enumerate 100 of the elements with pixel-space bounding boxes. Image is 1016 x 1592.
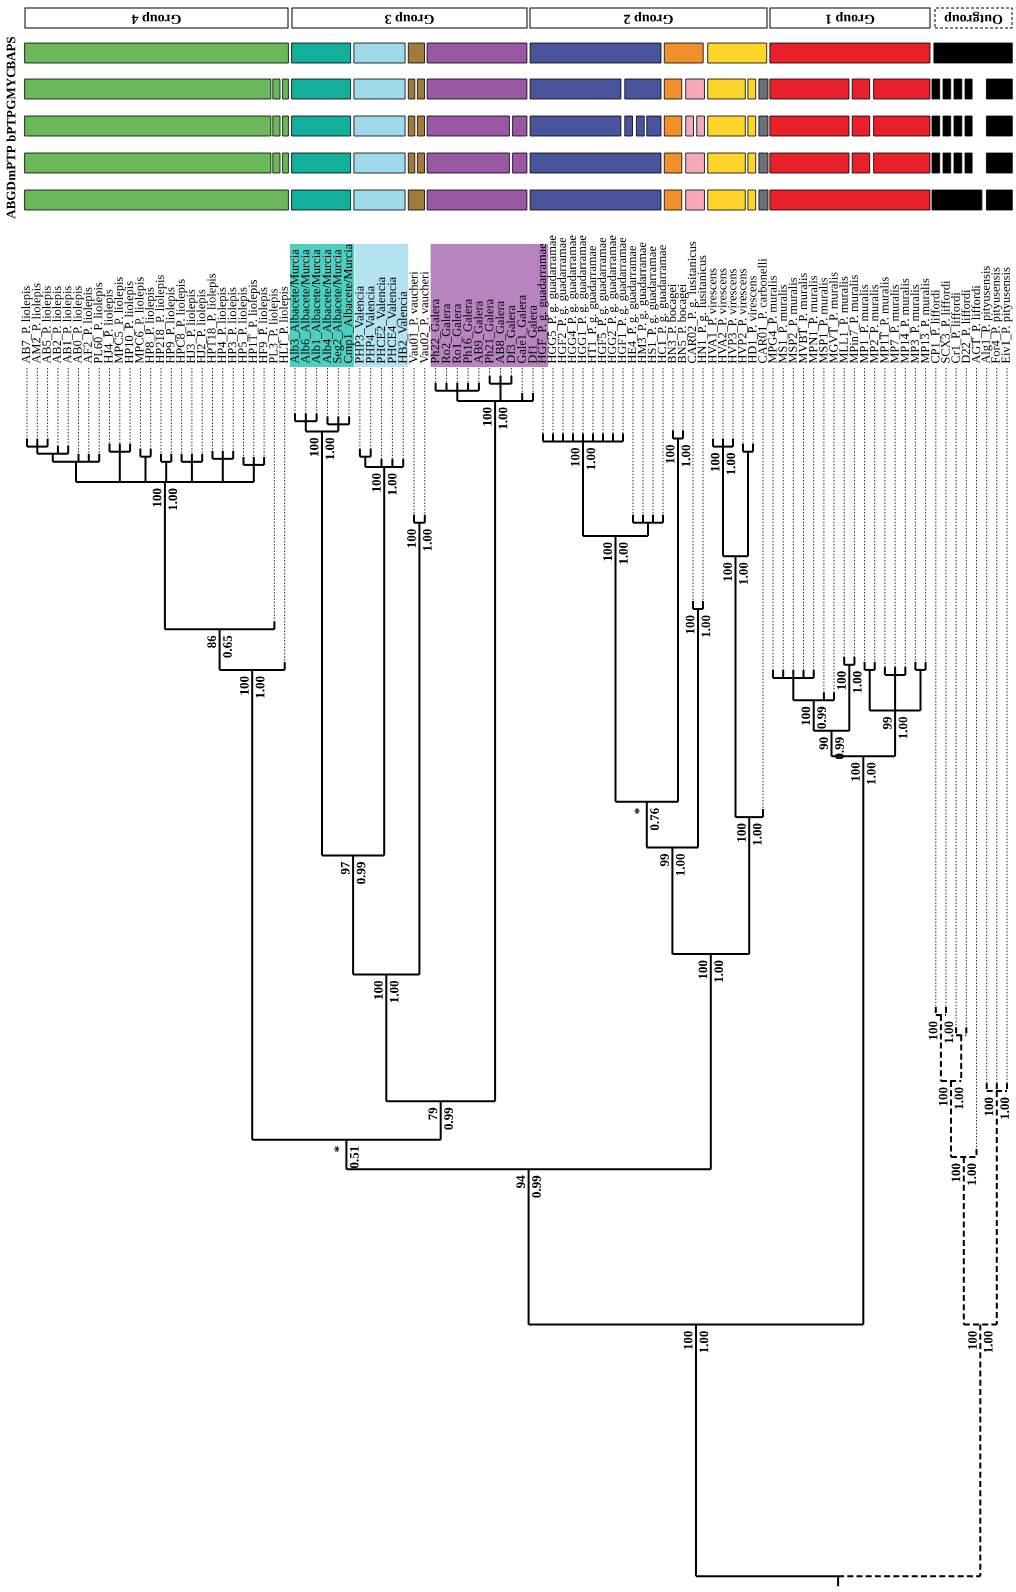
support-value: 1.00: [983, 1331, 993, 1353]
tip-label: MVBT_P. muralis: [798, 273, 809, 364]
support-value: 1.00: [387, 473, 397, 495]
tip-label: Alb4_Albacete/Murcia: [322, 249, 333, 364]
tip-label: HVP3_P. virescens: [728, 269, 738, 364]
tip-label: HVP2_P. virescens: [738, 269, 748, 364]
tip-label: AGT_P. liffordi: [971, 285, 982, 364]
tip-label: SCX3_P. liffordi: [940, 280, 952, 363]
support-value: 1.00: [752, 823, 762, 845]
tip-label: PL3_P. liolepis: [268, 288, 280, 364]
support-value: 1.00: [586, 448, 596, 470]
tip-label: PHP3_Valencia: [354, 285, 365, 364]
tip-label: HLT_P. liolepis: [279, 286, 291, 364]
support-value: 100: [482, 407, 492, 426]
tip-label: Df3_Galera: [506, 305, 517, 364]
tip-label: CAR01_P. carbonelli: [757, 258, 769, 364]
tip-label: Ph21_Galera: [484, 299, 495, 364]
tip-label: MPG4_P. muralis: [767, 275, 779, 364]
support-value: 1.00: [498, 407, 508, 429]
tip-label: PL60_P. liolepis: [93, 282, 105, 364]
support-value: 1.00: [255, 676, 265, 698]
tip-label: HGF_P. g. guadarramae: [537, 243, 549, 364]
tip-label: HB2_Valencia: [398, 291, 409, 364]
group-header-box: Group 1: [769, 7, 931, 29]
support-value: 1.00: [325, 437, 335, 460]
support-value: 1.00: [389, 980, 399, 1003]
support-value: 99: [882, 717, 892, 730]
tip-label: MP2_P. muralis: [869, 284, 880, 364]
tip-label: MLL1_P. muralis: [839, 276, 850, 364]
support-value: 0.99: [532, 1175, 541, 1198]
method-label: BAPS: [6, 36, 16, 70]
support-value: 1.00: [726, 453, 736, 475]
tip-label: Eiv1_P. pityusensis: [1001, 267, 1013, 364]
tip-label: HD1_P. virescens: [748, 275, 758, 364]
support-value: 100: [710, 453, 720, 472]
support-value: 100: [698, 960, 708, 979]
support-value: 0.99: [356, 862, 366, 884]
support-value: 100: [723, 562, 732, 581]
tip-label: AB1_P. liolepis: [62, 286, 74, 364]
tip-label: HF9_P. liolepis: [258, 287, 270, 364]
tip-label: PHP4_Valencia: [365, 285, 376, 364]
tip-label: HJ2_P. liolepis: [196, 289, 208, 364]
support-value: 1.00: [422, 529, 432, 551]
tip-label: HJ3_P. liolepis: [186, 289, 198, 364]
support-value: 100: [603, 542, 612, 561]
tip-label: MP3_P. muralis: [910, 284, 921, 364]
group-header-box: Group 3: [291, 7, 528, 29]
tip-label: AB5_P. liolepis: [42, 286, 54, 364]
tip-label: Vau02_P. vaucheri: [419, 271, 430, 364]
tip-label: HP8_P. liolepis: [145, 287, 157, 364]
support-value: 100: [951, 1163, 961, 1182]
tip-label: CP1_P. liffordi: [930, 289, 941, 364]
support-value: 100: [737, 823, 746, 842]
support-value: 1.00: [699, 1331, 709, 1353]
support-value: *: [334, 1146, 340, 1152]
tip-label: HP10_P. liolepis: [124, 281, 136, 364]
tip-label: Cr1_P. liffordi: [950, 292, 962, 364]
tip-label: HP4_P. liolepis: [217, 287, 229, 364]
method-label: ABGD: [6, 181, 16, 219]
tip-label: BN3_P. bocagei: [667, 283, 679, 364]
tip-label: Df1_Galera: [527, 305, 539, 364]
tip-label: D22_P. liffordi: [961, 289, 972, 364]
support-value: 100: [239, 676, 249, 695]
support-value: 1.00: [675, 854, 685, 876]
support-value: 100: [372, 473, 381, 492]
tip-label: AF2_P. liolepis: [83, 287, 95, 364]
tip-label: MP7_P. muralis: [890, 284, 901, 364]
support-value: 1.00: [681, 445, 691, 467]
tip-label: MSP1_P. muralis: [818, 277, 829, 364]
tip-label: MPN1_P. muralis: [808, 275, 819, 364]
support-value: 94: [516, 1175, 526, 1188]
support-value: 100: [928, 1021, 938, 1040]
support-value: 100: [968, 1331, 977, 1350]
tip-label: Seg2_Albacete/Murcia: [332, 249, 344, 363]
support-value: 79: [428, 1107, 438, 1120]
tip-label: MSP2_P. muralis: [788, 277, 799, 364]
support-value: 100: [801, 706, 811, 725]
method-label: bPTP: [6, 110, 16, 142]
tip-label: MPC6_P. liolepis: [134, 277, 146, 364]
tip-label: AB2_P. liolepis: [52, 286, 64, 364]
tip-label: Ro1_Galera: [452, 303, 463, 364]
support-value: 1.00: [898, 717, 908, 739]
support-value: 100: [938, 1087, 948, 1106]
tip-label: HPC8_P. liolepis: [176, 279, 188, 364]
tip-label: AM2_P. liolepis: [31, 283, 43, 364]
tip-label: PHCE2_Valencia: [376, 277, 387, 364]
tip-label: MP1_P. muralis: [859, 284, 870, 364]
tip-label: Ro2_Galera: [441, 303, 452, 364]
tip-label: Alb1_Albacete/Murcia: [311, 249, 322, 364]
tip-label: MP14_P. muralis: [900, 278, 911, 364]
support-value: 1.00: [1000, 1097, 1010, 1119]
tip-label: AB8_Galera: [495, 301, 506, 364]
support-value: 1.00: [866, 762, 876, 784]
group-header-box: Group 2: [529, 7, 768, 29]
tip-label: HP3_P. liolepis: [227, 287, 239, 364]
group-header-box: Group 4: [24, 7, 289, 29]
support-value: 0.99: [835, 737, 844, 760]
tip-label: Gale1_Galera: [517, 294, 528, 364]
support-value: 100: [152, 488, 162, 507]
support-value: 0.51: [349, 1146, 359, 1169]
